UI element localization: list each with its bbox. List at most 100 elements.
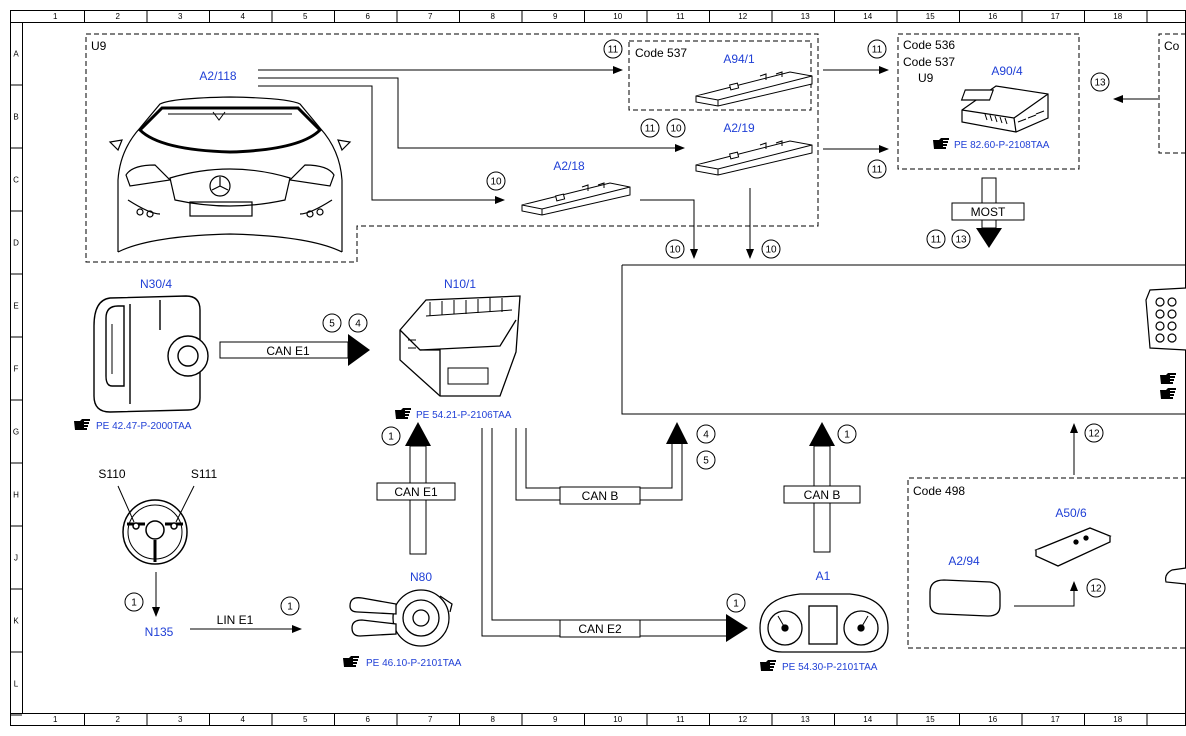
column-number: 7: [428, 12, 433, 21]
marker-m-canb-1: 4: [696, 424, 716, 444]
a94-1-label: A94/1: [723, 52, 755, 66]
column-number: 8: [491, 12, 496, 21]
svg-text:1: 1: [131, 598, 137, 609]
keyfob-icon: [1034, 527, 1112, 567]
marker-m-a90l-bot: 11: [867, 159, 887, 179]
can-e2-label: CAN E2: [578, 622, 622, 636]
column-number: 1: [53, 715, 58, 724]
ref-n10-1-text[interactable]: PE 54.21-P-2106TAA: [416, 410, 512, 421]
ref-n30-4-text[interactable]: PE 42.47-P-2000TAA: [96, 421, 192, 432]
row-letter: D: [13, 239, 19, 248]
ref-n10-1[interactable]: PE 54.21-P-2106TAA: [395, 408, 512, 421]
row-letter: A: [13, 50, 19, 59]
most-bus: MOST: [951, 177, 1025, 248]
column-number: 13: [801, 12, 810, 21]
a2-94-label: A2/94: [948, 554, 980, 568]
row-ruler: [10, 84, 22, 716]
group-boxes: [85, 33, 1186, 649]
reference-hand-icon: [343, 656, 359, 667]
module-icon: [521, 182, 631, 216]
marker-m-most-2: 13: [951, 229, 971, 249]
code536-group-box: [897, 33, 1080, 170]
a2-18-label: A2/18: [553, 159, 585, 173]
reference-hand-icon: [395, 408, 411, 419]
can-e1-b-label: CAN E1: [394, 485, 438, 499]
u9-label: U9: [91, 39, 107, 53]
svg-text:10: 10: [765, 245, 777, 256]
column-number: 12: [738, 715, 747, 724]
code537-label: Code 537: [635, 46, 687, 60]
cut-group-label: Co: [1164, 39, 1180, 53]
ref-a1[interactable]: PE 54.30-P-2101TAA: [760, 660, 878, 673]
can-e1-bus-b: CAN E1: [376, 422, 456, 555]
svg-text:11: 11: [608, 45, 619, 56]
column-ruler: [84, 10, 1148, 725]
svg-text:13: 13: [1094, 78, 1106, 89]
column-number: 15: [926, 12, 935, 21]
cut-component-icon: [1145, 287, 1186, 585]
marker-m-cane1-1: 5: [322, 313, 342, 333]
ref-n30-4[interactable]: PE 42.47-P-2000TAA: [74, 419, 192, 432]
ref-a90-4-text[interactable]: PE 82.60-P-2108TAA: [954, 140, 1050, 151]
ruler-labels: 1122334455667788991010111112121313141415…: [13, 12, 1123, 724]
marker-m-a1-up: 1: [837, 424, 857, 444]
column-number: 3: [178, 715, 183, 724]
marker-m-cane2: 1: [726, 593, 746, 613]
a1-label: A1: [816, 569, 831, 583]
column-number: 18: [1113, 12, 1122, 21]
svg-text:11: 11: [931, 235, 942, 246]
module-icon: [695, 140, 813, 176]
n30-4-label: N30/4: [140, 277, 172, 291]
column-number: 6: [366, 12, 371, 21]
row-letter: F: [14, 365, 19, 374]
code537b-label: Code 537: [903, 55, 955, 69]
column-number: 11: [676, 715, 685, 724]
svg-text:1: 1: [844, 430, 850, 441]
marker-m-code498: 12: [1084, 423, 1104, 443]
ref-n80-text[interactable]: PE 46.10-P-2101TAA: [366, 658, 462, 669]
connections: [152, 66, 1186, 633]
ref-a90-4[interactable]: PE 82.60-P-2108TAA: [933, 138, 1050, 151]
a90-4-label: A90/4: [991, 64, 1023, 78]
ref-n80[interactable]: PE 46.10-P-2101TAA: [343, 656, 462, 669]
svg-text:1: 1: [388, 432, 394, 443]
column-number: 6: [366, 715, 371, 724]
svg-text:4: 4: [703, 430, 709, 441]
column-number: 8: [491, 715, 496, 724]
ref-cut-right: [1160, 373, 1176, 399]
marker-m-a90l-top: 11: [867, 39, 887, 59]
a2-118-label: A2/118: [199, 69, 236, 83]
column-number: 17: [1051, 12, 1060, 21]
column-number: 16: [988, 12, 997, 21]
code498-group-box: [907, 477, 1186, 649]
car-front-icon: [108, 96, 352, 253]
lin-e1-label: LIN E1: [217, 613, 254, 627]
row-letter: B: [13, 113, 18, 122]
column-number: 12: [738, 12, 747, 21]
abs-unit-icon: [93, 295, 209, 413]
svg-text:10: 10: [670, 124, 682, 135]
svg-text:5: 5: [703, 456, 709, 467]
column-number: 18: [1113, 715, 1122, 724]
marker-m-a218: 10: [486, 171, 506, 191]
can-e2-bus: CAN E2: [481, 428, 748, 642]
a2-19-label: A2/19: [723, 121, 755, 135]
can-b-bus-a: CAN B: [515, 422, 688, 505]
reference-hand-icon: [1160, 388, 1176, 399]
column-number: 5: [303, 12, 308, 21]
column-number: 4: [241, 715, 246, 724]
svg-text:13: 13: [955, 235, 967, 246]
a50-6-label: A50/6: [1055, 506, 1087, 520]
can-b-a-label: CAN B: [582, 489, 619, 503]
row-letter: H: [13, 491, 19, 500]
marker-m-a219-2: 10: [666, 118, 686, 138]
marker-m-d2: 10: [761, 239, 781, 259]
reference-hand-icon: [1160, 373, 1176, 384]
u9b-label: U9: [918, 71, 934, 85]
svg-text:10: 10: [669, 245, 681, 256]
marker-m-a219-1: 11: [640, 118, 660, 138]
ref-a1-text[interactable]: PE 54.30-P-2101TAA: [782, 662, 878, 673]
switch-cluster-icon: [349, 589, 453, 647]
